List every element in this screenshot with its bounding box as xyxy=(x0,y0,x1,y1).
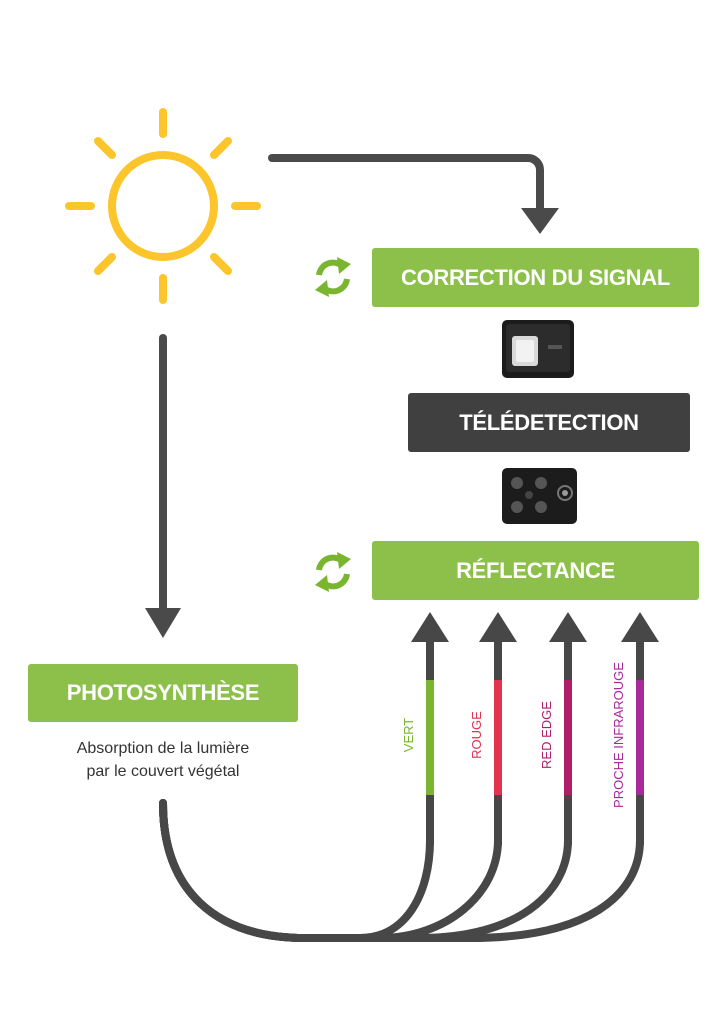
caption-line-2: par le couvert végétal xyxy=(86,763,240,780)
band-arrow-proche-infrarouge xyxy=(621,612,659,845)
refresh-icon xyxy=(315,257,351,297)
sensor-device-icon xyxy=(502,468,577,524)
sun-to-photosynthese-arrow xyxy=(145,334,181,638)
band-label-rouge: ROUGE xyxy=(469,711,484,759)
sensor-device-icon xyxy=(502,320,574,378)
refresh-icon xyxy=(315,552,351,592)
reflectance-box: RÉFLECTANCE xyxy=(372,541,699,600)
band-arrow-red-edge xyxy=(549,612,587,845)
band-label-vert: VERT xyxy=(401,717,416,753)
reflectance-label: RÉFLECTANCE xyxy=(456,557,615,583)
teledetection-box: TÉLÉDETECTION xyxy=(408,393,690,452)
band-label-red-edge: RED EDGE xyxy=(539,701,554,769)
band-arrow-vert xyxy=(411,612,449,845)
teledetection-label: TÉLÉDETECTION xyxy=(459,409,639,435)
band-label-proche-infrarouge: PROCHE INFRAROUGE xyxy=(611,662,626,808)
photosynthese-label: PHOTOSYNTHÈSE xyxy=(66,680,260,705)
correction-signal-label: CORRECTION DU SIGNAL xyxy=(400,264,670,290)
correction-signal-box: CORRECTION DU SIGNAL xyxy=(372,248,699,307)
reflectance-curves xyxy=(159,799,644,942)
sun-to-correction-arrow xyxy=(268,154,559,234)
absorption-caption: Absorption de la lumière par le couvert … xyxy=(28,737,298,783)
sun-icon xyxy=(65,108,261,304)
band-arrow-rouge xyxy=(479,612,517,845)
caption-line-1: Absorption de la lumière xyxy=(76,740,250,757)
photosynthese-box: PHOTOSYNTHÈSE xyxy=(28,664,298,722)
